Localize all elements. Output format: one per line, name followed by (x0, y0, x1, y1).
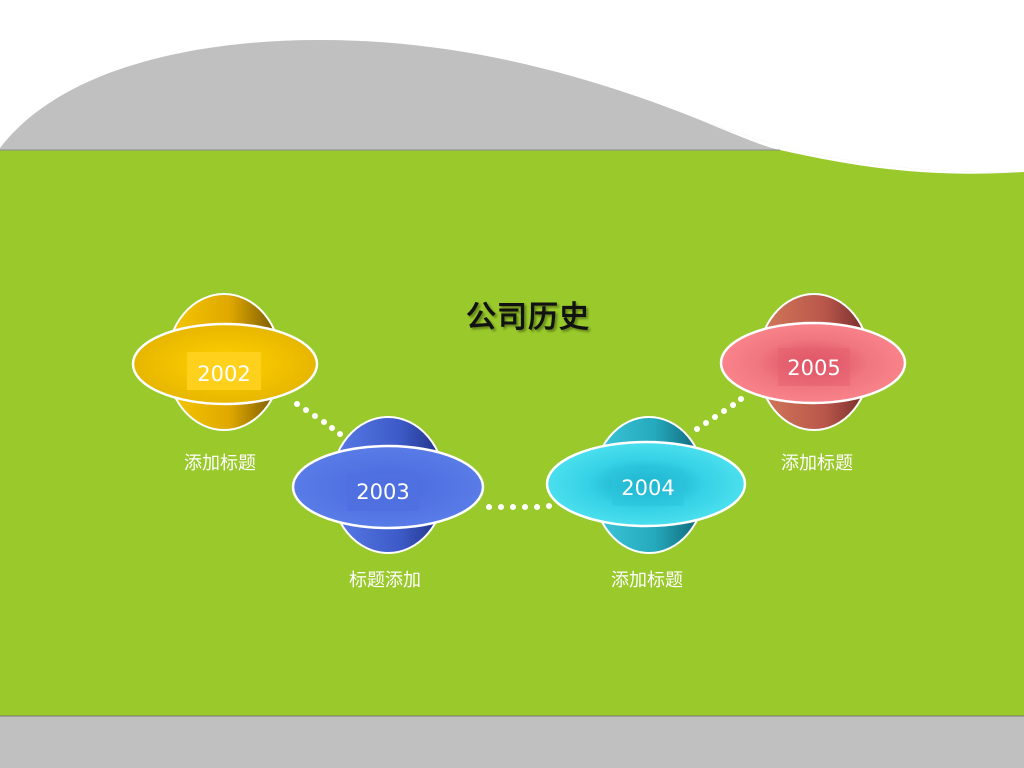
milestone-caption: 标题添加 (349, 570, 421, 591)
dotted-connectors (294, 396, 744, 510)
green-field (0, 150, 1024, 716)
milestone-caption: 添加标题 (781, 453, 853, 474)
milestone-node-2004 (545, 416, 747, 554)
year-label: 2003 (356, 480, 410, 504)
milestone-node-2002 (131, 293, 319, 431)
bottom-band (0, 716, 1024, 768)
page-title: 公司历史 (466, 300, 590, 335)
year-label: 2002 (197, 362, 251, 386)
milestone-caption: 添加标题 (184, 453, 256, 474)
milestone-node-2005 (719, 293, 907, 431)
year-label: 2005 (787, 356, 841, 380)
milestone-caption: 添加标题 (611, 570, 683, 591)
year-label: 2004 (621, 476, 675, 500)
milestone-node-2003 (291, 416, 485, 554)
